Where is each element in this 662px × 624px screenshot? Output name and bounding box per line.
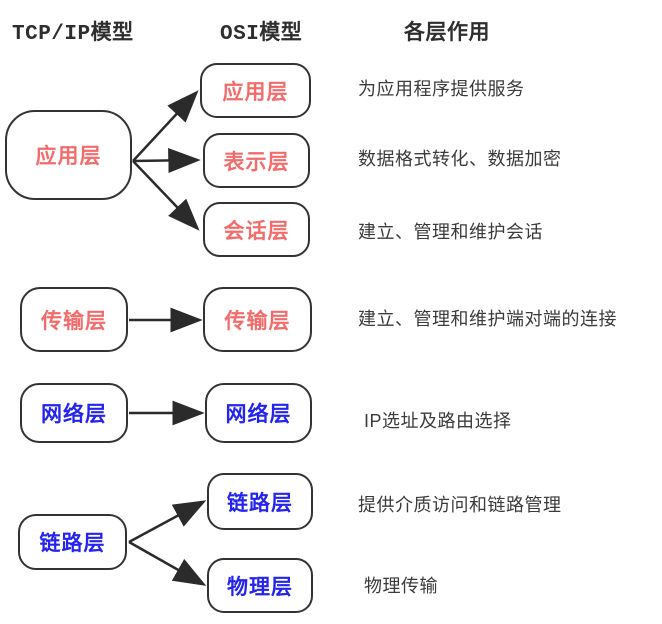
tcpip-model-header: TCP/IP模型	[12, 23, 134, 46]
tcpip-layer-application: 应用层	[5, 110, 132, 200]
role-network: IP选址及路由选择	[364, 411, 512, 431]
arrow-app-to-application	[132, 90, 199, 162]
osi-layer-transport: 传输层	[203, 287, 312, 352]
role-physical: 物理传输	[364, 576, 438, 596]
tcpip-layer-link: 链路层	[18, 514, 127, 570]
tcpip-layer-network: 网络层	[20, 383, 128, 443]
osi-layer-session: 会话层	[203, 202, 310, 257]
osi-model-header: OSI模型	[220, 23, 303, 46]
role-presentation: 数据格式转化、数据加密	[358, 149, 562, 169]
role-datalink: 提供介质访问和链路管理	[358, 495, 562, 515]
tcpip-layer-transport: 传输层	[20, 287, 128, 352]
osi-layer-physical: 物理层	[207, 558, 313, 613]
role-session: 建立、管理和维护会话	[358, 222, 543, 242]
osi-layer-presentation: 表示层	[203, 133, 310, 188]
arrow-app-to-session	[132, 160, 200, 231]
osi-layer-datalink: 链路层	[207, 473, 313, 530]
osi-layer-application: 应用层	[200, 63, 311, 118]
arrow-app-to-presentation	[132, 147, 201, 173]
arrow-link-to-physical	[128, 540, 207, 586]
role-transport: 建立、管理和维护端对端的连接	[358, 309, 617, 329]
osi-layer-network: 网络层	[205, 383, 312, 443]
layer-roles-header: 各层作用	[404, 21, 490, 44]
arrow-link-to-datalink	[128, 500, 207, 544]
role-application: 为应用程序提供服务	[358, 79, 525, 99]
